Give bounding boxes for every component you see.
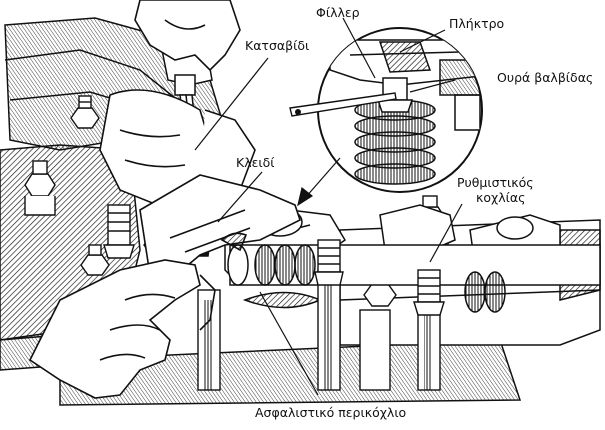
label-rocker-arm: Πλήκτρο <box>449 16 505 31</box>
label-adjusting-screw-line1: Ρυθμιστικός <box>457 175 534 190</box>
feeler-gauge <box>289 92 397 117</box>
label-feeler: Φίλλερ <box>316 5 360 20</box>
label-lock-nut: Ασφαλιστικό περικόχλιο <box>255 405 407 420</box>
label-valve-stem-tip: Ουρά βαλβίδας <box>497 70 594 85</box>
lower-hand <box>28 259 216 399</box>
label-adjusting-screw-line2: κοχλίας <box>476 190 526 205</box>
detail-inset <box>289 27 483 193</box>
leader-lines <box>194 17 463 396</box>
rocker-shaft <box>227 244 601 313</box>
label-screwdriver: Κατσαβίδι <box>245 38 310 53</box>
pushrods <box>103 204 445 391</box>
wrench <box>139 174 301 281</box>
label-wrench: Κλειδί <box>236 155 275 170</box>
